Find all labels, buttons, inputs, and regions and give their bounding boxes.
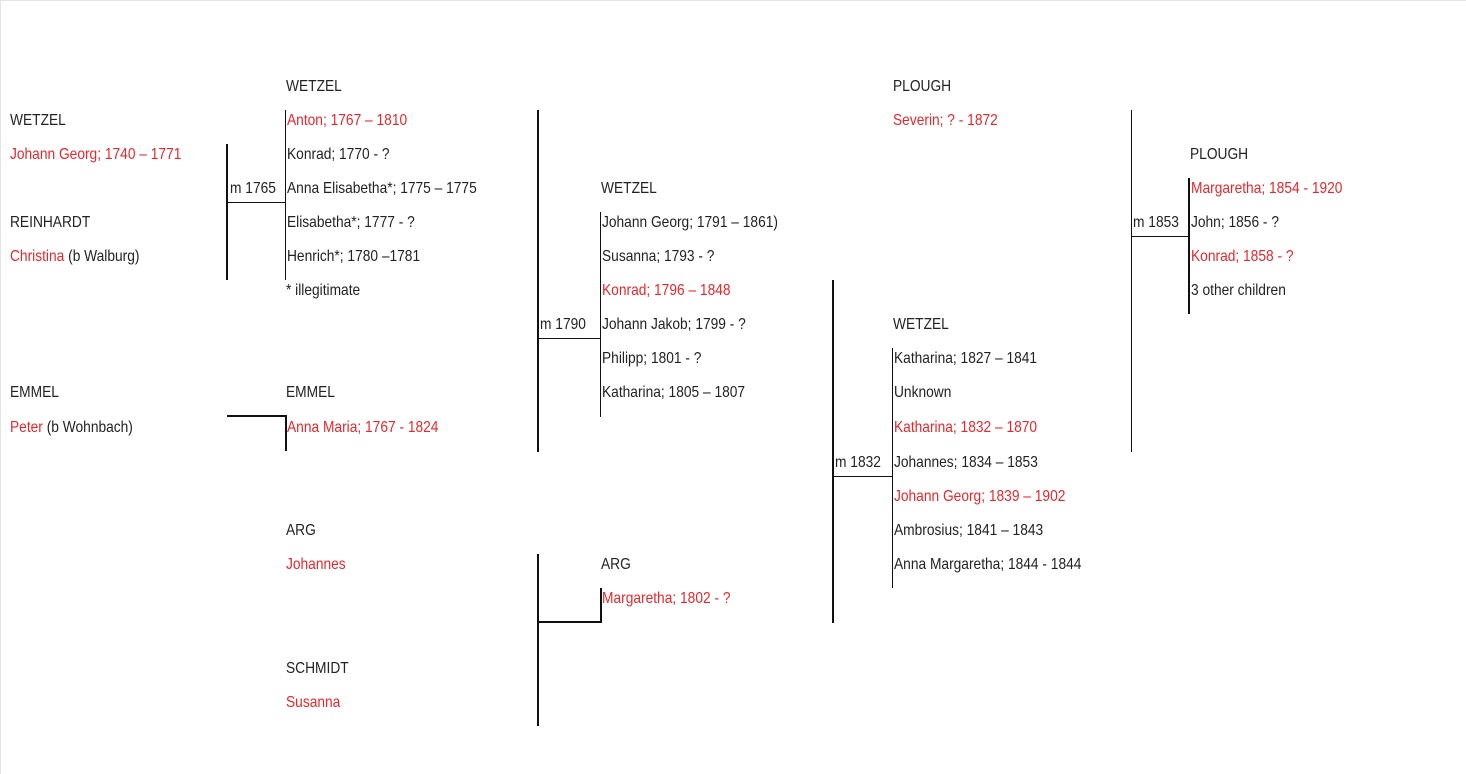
child-anna-margaretha: Anna Margaretha; 1844 - 1844 bbox=[894, 556, 1082, 573]
marriage-connector-1765 bbox=[227, 202, 286, 203]
child-henrich: Henrich*; 1780 –1781 bbox=[287, 248, 421, 265]
child-johann-jakob: Johann Jakob; 1799 - ? bbox=[602, 316, 746, 333]
person-margaretha-1802: Margaretha; 1802 - ? bbox=[602, 590, 731, 607]
children-bracket-1853 bbox=[1188, 178, 1190, 314]
children-bracket-emmel bbox=[285, 415, 287, 451]
other-children-note: 3 other children bbox=[1191, 282, 1286, 299]
marriage-connector-1832 bbox=[833, 476, 893, 477]
family-name-schmidt: SCHMIDT bbox=[286, 660, 349, 677]
child-ambrosius: Ambrosius; 1841 – 1843 bbox=[894, 522, 1044, 539]
family-name-arg: ARG bbox=[286, 522, 316, 539]
marriage-label-1832: m 1832 bbox=[835, 454, 881, 471]
child-susanna-1793: Susanna; 1793 - ? bbox=[602, 248, 715, 265]
couple-bracket-1853 bbox=[1131, 110, 1132, 452]
family-name-arg-gen3: ARG bbox=[601, 556, 631, 573]
child-katharina-1832: Katharina; 1832 – 1870 bbox=[894, 419, 1038, 436]
person-peter: Peter (b Wohnbach) bbox=[10, 419, 133, 437]
family-name-wetzel-gen2: WETZEL bbox=[286, 78, 342, 95]
person-christina: Christina (b Walburg) bbox=[10, 248, 139, 266]
family-name-wetzel: WETZEL bbox=[10, 112, 66, 129]
children-bracket-arg bbox=[600, 588, 602, 623]
child-anton: Anton; 1767 – 1810 bbox=[287, 112, 408, 129]
child-konrad-1858: Konrad; 1858 - ? bbox=[1191, 248, 1294, 265]
child-katharina-1805: Katharina; 1805 – 1807 bbox=[602, 384, 746, 401]
person-peter-origin: (b Wohnbach) bbox=[42, 419, 133, 436]
child-margaretha-1854: Margaretha; 1854 - 1920 bbox=[1191, 180, 1343, 197]
child-johann-georg-1839: Johann Georg; 1839 – 1902 bbox=[894, 488, 1066, 505]
couple-bracket-1832 bbox=[832, 280, 834, 623]
child-johannes-1834: Johannes; 1834 – 1853 bbox=[894, 454, 1038, 471]
family-name-wetzel-gen3: WETZEL bbox=[601, 180, 657, 197]
marriage-label-1790: m 1790 bbox=[540, 316, 586, 333]
child-katharina-1827: Katharina; 1827 – 1841 bbox=[894, 350, 1038, 367]
family-name-plough-gen5: PLOUGH bbox=[1190, 146, 1249, 163]
child-anna-elisabetha: Anna Elisabetha*; 1775 – 1775 bbox=[287, 180, 477, 197]
person-christina-name: Christina bbox=[10, 248, 65, 265]
parent-connector-emmel bbox=[227, 415, 286, 417]
family-name-emmel-gen2: EMMEL bbox=[286, 384, 335, 401]
family-name-reinhardt: REINHARDT bbox=[10, 214, 91, 231]
marriage-label-1853: m 1853 bbox=[1133, 214, 1179, 231]
family-name-plough: PLOUGH bbox=[893, 78, 952, 95]
person-christina-origin: (b Walburg) bbox=[64, 248, 140, 265]
child-unknown: Unknown bbox=[894, 384, 952, 401]
person-johann-georg-1740: Johann Georg; 1740 – 1771 bbox=[10, 146, 182, 163]
child-elisabetha: Elisabetha*; 1777 - ? bbox=[287, 214, 415, 231]
person-severin: Severin; ? - 1872 bbox=[893, 112, 998, 129]
marriage-connector-1790 bbox=[538, 338, 601, 339]
family-name-emmel: EMMEL bbox=[10, 384, 59, 401]
footnote-illegitimate: * illegitimate bbox=[286, 282, 361, 299]
marriage-label-1765: m 1765 bbox=[230, 180, 276, 197]
parent-connector-arg bbox=[538, 621, 601, 623]
person-peter-name: Peter bbox=[10, 419, 43, 436]
marriage-connector-1853 bbox=[1132, 236, 1189, 237]
child-johann-georg-1791: Johann Georg; 1791 – 1861) bbox=[602, 214, 778, 231]
couple-bracket-1790 bbox=[537, 110, 539, 452]
children-bracket-1765 bbox=[285, 110, 286, 280]
child-konrad-1796: Konrad; 1796 – 1848 bbox=[602, 282, 731, 299]
child-john-1856: John; 1856 - ? bbox=[1191, 214, 1279, 231]
family-name-wetzel-gen4: WETZEL bbox=[893, 316, 949, 333]
child-philipp: Philipp; 1801 - ? bbox=[602, 350, 702, 367]
children-bracket-1790 bbox=[600, 212, 601, 417]
person-susanna: Susanna bbox=[286, 694, 341, 711]
couple-bracket-arg-schmidt bbox=[537, 554, 539, 726]
person-johannes: Johannes bbox=[286, 556, 346, 573]
children-bracket-1832 bbox=[892, 348, 893, 588]
child-konrad-1770: Konrad; 1770 - ? bbox=[287, 146, 390, 163]
person-anna-maria: Anna Maria; 1767 - 1824 bbox=[287, 419, 439, 436]
couple-bracket-1765 bbox=[226, 144, 228, 280]
